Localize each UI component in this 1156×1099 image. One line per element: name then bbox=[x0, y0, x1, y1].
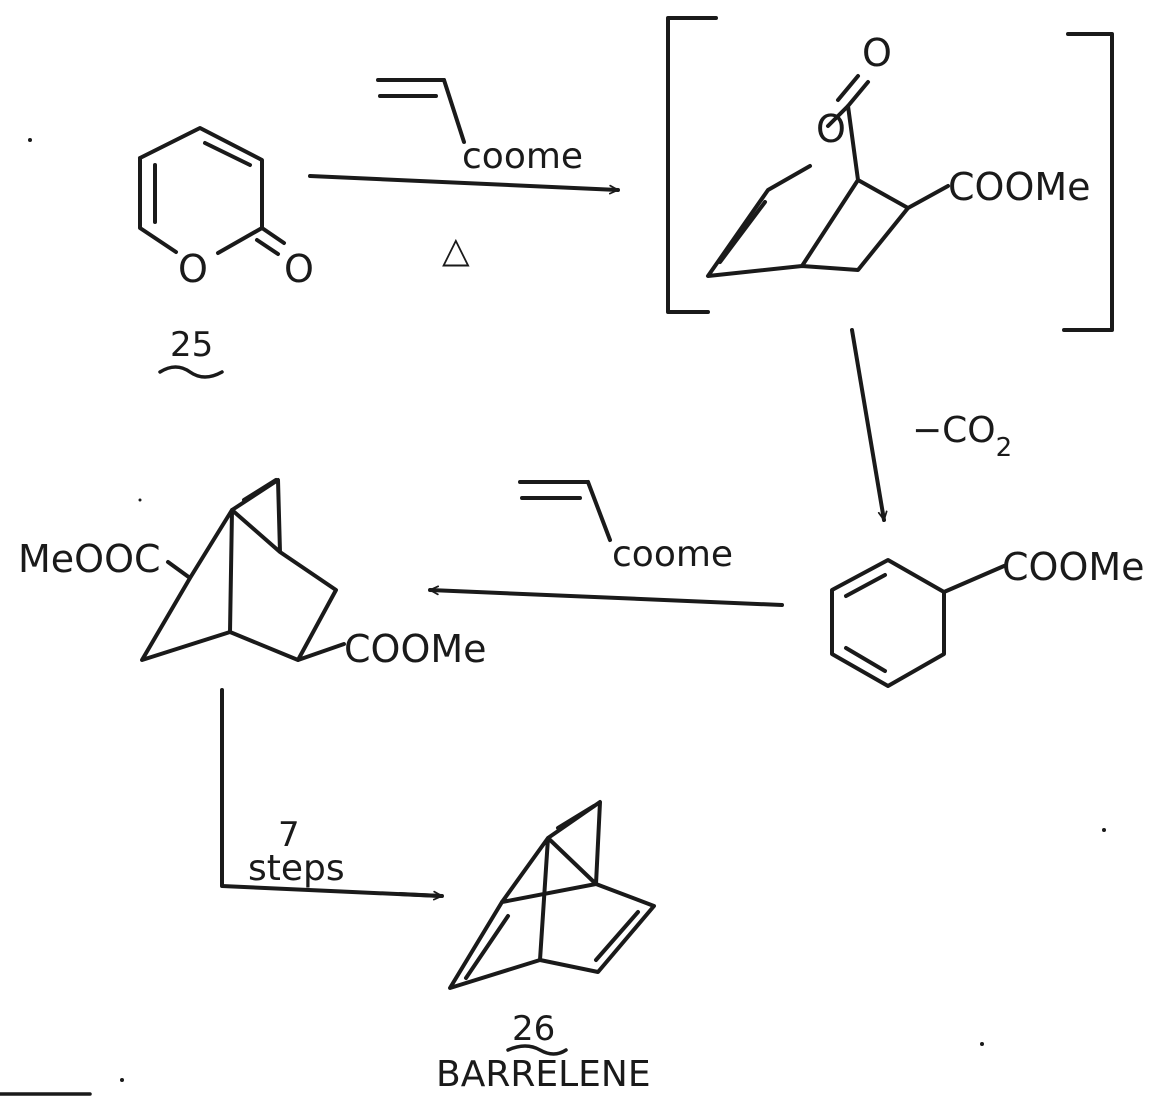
step-3-arrow: coome bbox=[428, 480, 784, 607]
step-1-heat: △ bbox=[442, 230, 470, 271]
lactone-bonds bbox=[706, 104, 950, 278]
lactone-carbonyl-double-bond bbox=[836, 74, 870, 108]
step-4-arrow-line bbox=[398, 890, 444, 901]
step-4-unit: steps bbox=[248, 848, 345, 889]
pyrone-carbonyl-double-bond bbox=[255, 226, 286, 256]
left-bracket bbox=[666, 16, 718, 314]
pyrone-ring-oxygen: O bbox=[178, 247, 208, 291]
pyrone-carbonyl-oxygen: O bbox=[284, 247, 314, 291]
compound-25-pyrone: O O 25 bbox=[138, 126, 314, 379]
barrelene-name: BARRELENE bbox=[436, 1054, 651, 1095]
step-1-arrow-line bbox=[308, 174, 620, 195]
barrelene-number: 26 bbox=[512, 1009, 555, 1049]
step-4-count: 7 bbox=[278, 815, 300, 855]
cyclohexadiene-double-bond-top bbox=[844, 573, 887, 598]
cyclohexadiene-ester: COOMe bbox=[830, 545, 1145, 688]
diester-right-group: COOMe bbox=[344, 627, 487, 671]
compound-25-underline bbox=[158, 365, 224, 379]
barrelene-number-underline bbox=[506, 1044, 568, 1056]
pyrone-double-bond-top bbox=[203, 141, 252, 167]
step-4-arrow-corner bbox=[220, 688, 442, 898]
diester-left-group: MeOOC bbox=[18, 537, 161, 581]
acrylate-single-bond bbox=[442, 78, 466, 144]
bicyclooctene-diester: MeOOC COOMe bbox=[18, 478, 487, 671]
lactone-carbonyl-oxygen: O bbox=[862, 31, 892, 75]
bicyclooctene-bonds bbox=[140, 478, 346, 662]
compound-25-label: 25 bbox=[170, 325, 213, 365]
acrylate-double-bond bbox=[376, 78, 446, 98]
pyrone-ring-o-bond bbox=[216, 226, 264, 255]
lactone-alkene-double-bond bbox=[718, 200, 767, 264]
step-2-loss: −CO2 bbox=[912, 410, 1012, 463]
cyclohexadiene-ester-group: COOMe bbox=[1002, 545, 1145, 589]
barrelene-bonds bbox=[448, 800, 656, 990]
step-4-arrow: 7 steps bbox=[220, 688, 444, 901]
step-1-arrow: coome △ bbox=[308, 78, 620, 271]
scan-noise bbox=[28, 138, 1106, 1082]
step-1-reagent: coome bbox=[462, 136, 583, 177]
bicyclooctene-double-bond bbox=[242, 478, 278, 502]
barrelene-double-bond-top bbox=[556, 804, 596, 830]
barrelene: 26 BARRELENE bbox=[436, 800, 656, 1095]
acrylate-2-single-bond bbox=[586, 480, 612, 542]
cyclohexadiene-ring-bonds bbox=[830, 558, 1006, 688]
pyrone-ring-bonds bbox=[138, 126, 264, 254]
lactone-ester-group: COOMe bbox=[948, 165, 1091, 209]
lactone-intermediate: O O COOMe bbox=[666, 16, 1114, 332]
step-2-arrow-line bbox=[850, 328, 888, 522]
cyclohexadiene-double-bond-bottom bbox=[844, 646, 887, 673]
step-3-reagent: coome bbox=[612, 534, 733, 575]
acrylate-2-double-bond bbox=[518, 480, 590, 500]
barrelene-double-bond-right bbox=[594, 910, 640, 962]
right-bracket bbox=[1062, 32, 1114, 332]
step-3-arrow-line bbox=[428, 585, 784, 607]
step-2-arrow: −CO2 bbox=[850, 328, 1012, 522]
barrelene-double-bond-left bbox=[464, 914, 510, 980]
